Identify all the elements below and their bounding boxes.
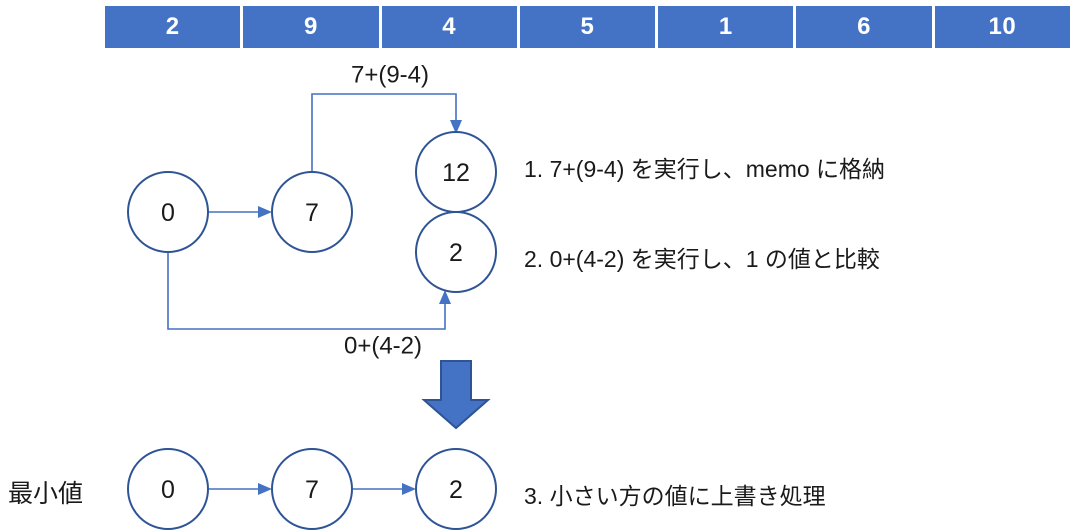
node-7[interactable] — [271, 171, 353, 253]
array-cell[interactable]: 4 — [381, 6, 517, 48]
connector-result-0-to-7-arrowhead — [258, 483, 272, 495]
array-cell[interactable]: 10 — [934, 6, 1070, 48]
node-0[interactable] — [127, 171, 209, 253]
min-value-row-label: 最小値 — [8, 480, 84, 508]
array-cell[interactable]: 9 — [243, 6, 379, 48]
result-node-0[interactable] — [127, 448, 209, 530]
step-2-text: 2. 0+(4-2) を実行し、1 の値と比較 — [524, 246, 880, 272]
connector-0-to-2 — [167, 252, 446, 330]
result-node-7[interactable] — [271, 448, 353, 530]
array-cell[interactable]: 6 — [796, 6, 932, 48]
node-0-label: 0 — [161, 199, 175, 227]
array-cell[interactable]: 1 — [658, 6, 794, 48]
array-bar: 2 9 4 5 1 6 10 — [105, 6, 1070, 48]
result-node-2[interactable] — [415, 448, 497, 530]
array-cell-value: 1 — [718, 13, 733, 40]
down-arrow-icon — [421, 360, 491, 430]
array-cell-value: 9 — [303, 13, 318, 40]
array-cell-value: 2 — [165, 13, 180, 40]
edge-label-top: 7+(9-4) — [351, 62, 429, 89]
result-node-7-label: 7 — [305, 476, 319, 504]
result-node-0-label: 0 — [161, 476, 175, 504]
connector-0-to-7-arrowhead — [258, 206, 272, 218]
array-cell-value: 4 — [442, 13, 457, 40]
result-node-2-label: 2 — [449, 476, 463, 504]
edge-label-bottom: 0+(4-2) — [344, 333, 422, 360]
array-cell-value: 6 — [857, 13, 871, 40]
connector-result-7-to-2-arrowhead — [402, 483, 416, 495]
connector-0-to-2-arrowhead — [439, 290, 451, 304]
node-12-label: 12 — [442, 159, 470, 187]
array-cell[interactable]: 5 — [519, 6, 656, 48]
node-2[interactable] — [415, 211, 497, 293]
step-1-text: 1. 7+(9-4) を実行し、memo に格納 — [524, 156, 886, 182]
node-2-label: 2 — [449, 239, 463, 267]
step-3-text: 3. 小さい方の値に上書き処理 — [524, 483, 826, 509]
array-cell[interactable]: 2 — [105, 6, 241, 48]
array-cell-value: 10 — [988, 13, 1017, 40]
array-cell-value: 5 — [580, 13, 595, 40]
node-7-label: 7 — [305, 199, 319, 227]
connector-7-to-12 — [311, 93, 457, 172]
connector-7-to-12-arrowhead — [450, 120, 462, 134]
